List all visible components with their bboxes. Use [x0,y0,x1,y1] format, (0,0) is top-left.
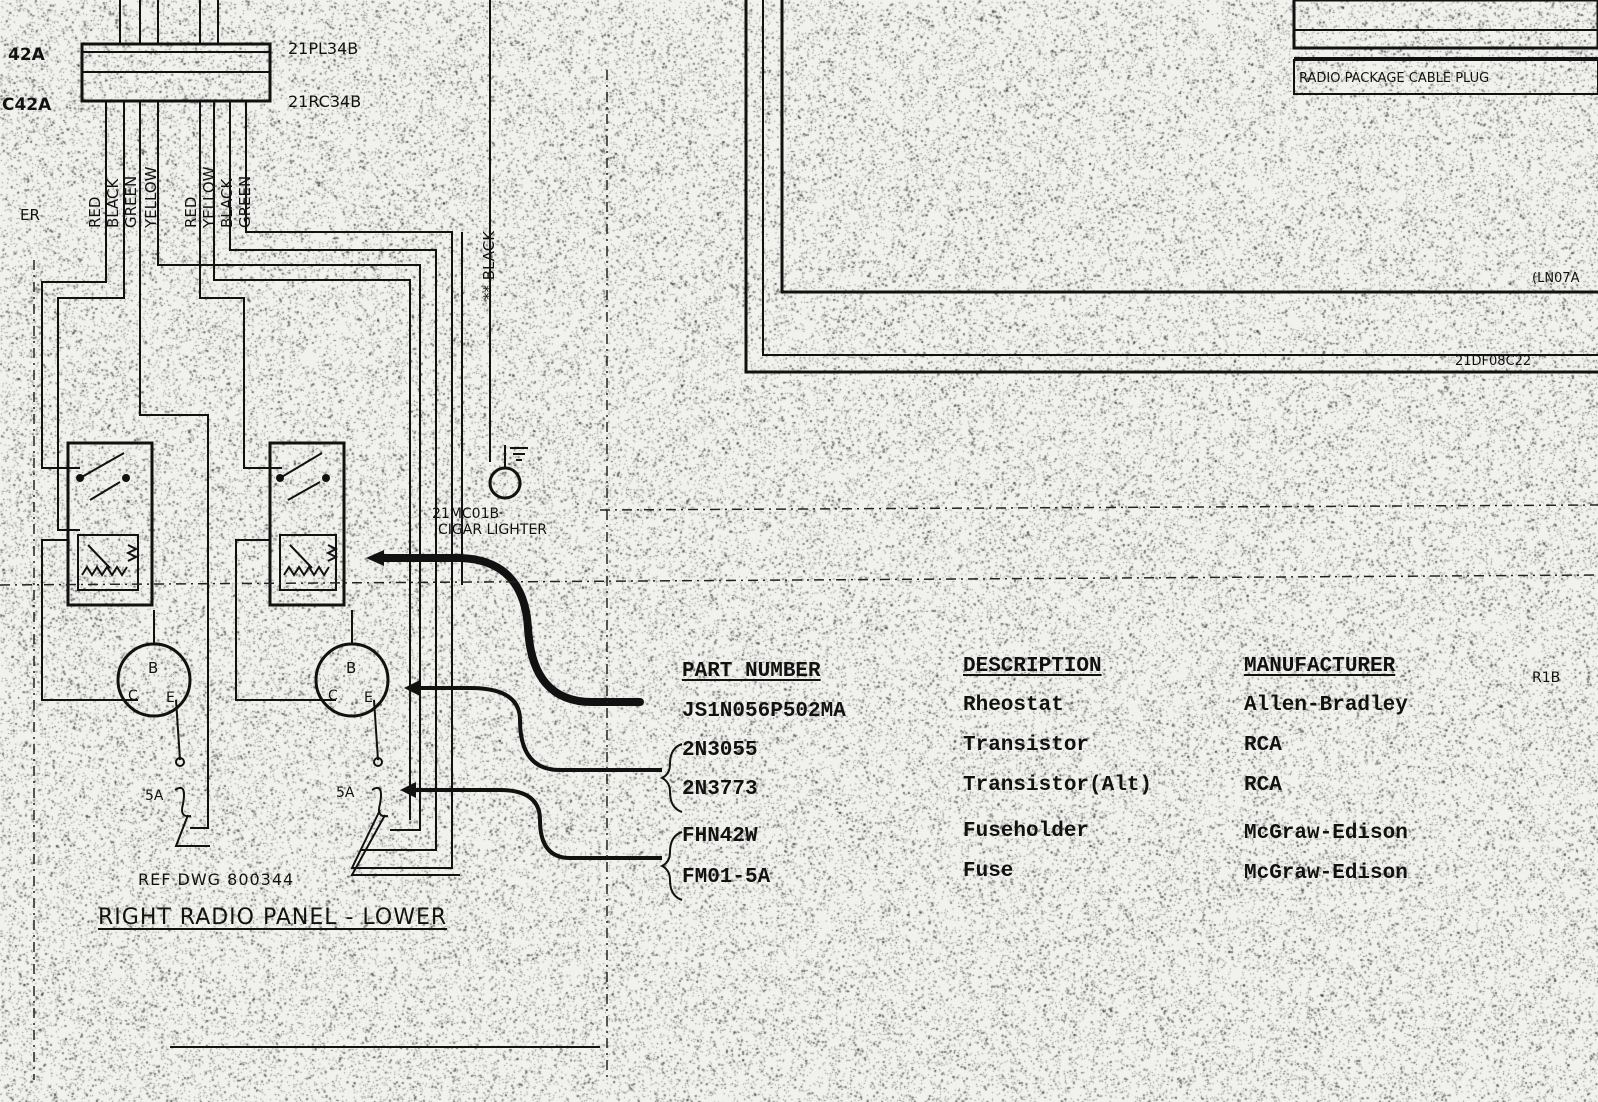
part-cell: 2N3055 [682,739,758,762]
connector-label-left-bottom: C42A [2,95,52,115]
svg-text:B: B [148,659,158,677]
diagram-caption: RIGHT RADIO PANEL - LOWER [98,905,448,930]
mfr-cell: McGraw-Edison [1244,822,1408,845]
rheostat-right [279,534,339,591]
side-label: R1B [1532,670,1560,686]
svg-text:C: C [328,688,338,704]
right-wire-label-lower: 21DF08C22 [1455,354,1531,369]
part-cell: FM01-5A [682,866,771,889]
wire-label: YELLOW [200,166,218,229]
desc-cell: Transistor [963,734,1090,757]
connector-label-left-side: ER [20,206,40,224]
mfr-cell: Allen-Bradley [1244,694,1408,717]
svg-text:C: C [128,688,138,704]
rheostat-left [77,534,139,591]
desc-cell: Fuse [963,860,1014,883]
wire-label: RED [182,197,200,228]
header-manufacturer: MANUFACTURER [1244,655,1396,678]
wire-label: GREEN [122,176,140,228]
radio-package-cable [744,0,1598,374]
header-part-number: PART NUMBER [682,660,821,683]
transistor-right: B C E [240,610,390,767]
wire-label: BLACK [218,178,236,228]
transistor-left: B C E [100,610,192,767]
mfr-cell: RCA [1244,774,1282,797]
radio-package-header: RADIO PACKAGE CABLE PLUG [1299,71,1489,86]
reference-drawing: REF DWG 800344 [138,870,295,889]
part-cell: FHN42W [682,825,758,848]
plug-label: 21PL34B [288,39,358,58]
panel-boundaries [0,70,1598,1080]
wire-color-labels-group1: RED BLACK GREEN YELLOW [86,166,160,229]
desc-cell: Fuseholder [963,820,1090,843]
fuse-rating-left: 5A [145,788,164,804]
circuit-loops [41,539,322,701]
fuse-rating-right: 5A [336,785,355,801]
mfr-cell: RCA [1244,734,1282,757]
receptacle-label: 21RC34B [288,92,361,111]
callout-leaders [366,550,683,901]
cigar-lighter-id: 21MC01B [432,506,499,522]
svg-text:B: B [346,659,356,677]
switch-right [268,441,346,607]
ground-wire-label: ** BLACK [480,230,498,300]
switch-left [66,441,154,607]
cigar-lighter-symbol [488,445,528,500]
mfr-cell: McGraw-Edison [1244,862,1408,885]
desc-cell: Transistor(Alt) [963,774,1153,797]
wire-label: BLACK [104,178,122,228]
wire-color-labels-group2: RED YELLOW BLACK GREEN [182,166,254,229]
part-cell: 2N3773 [682,778,758,801]
part-cell: JS1N056P502MA [682,700,846,723]
connector-block [80,0,272,103]
wire-label: YELLOW [142,166,160,229]
cigar-lighter-label: CIGAR LIGHTER [438,522,547,538]
wire-harness [41,0,491,869]
fuse-left [174,786,210,847]
fuse-right [350,786,460,876]
right-wire-label-upper: (LN07A [1532,271,1580,286]
svg-text:E: E [364,690,373,706]
header-description: DESCRIPTION [963,655,1102,678]
desc-cell: Rheostat [963,694,1064,717]
wire-label: RED [86,197,104,228]
svg-text:E: E [166,690,175,706]
connector-label-left-top: 42A [8,45,46,65]
